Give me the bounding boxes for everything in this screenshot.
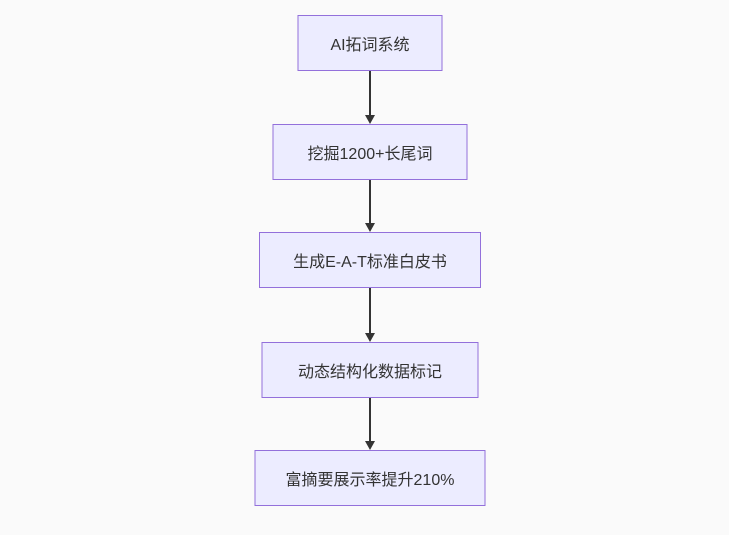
arrowhead-down-icon bbox=[365, 115, 375, 124]
flow-arrow-4 bbox=[364, 398, 376, 450]
arrowhead-down-icon bbox=[365, 223, 375, 232]
flow-arrow-1 bbox=[364, 71, 376, 124]
flow-node-ai-word-expansion-system: AI拓词系统 bbox=[297, 15, 443, 71]
flow-node-rich-snippet-rate-increase: 富摘要展示率提升210% bbox=[254, 450, 486, 506]
arrowhead-down-icon bbox=[365, 333, 375, 342]
arrow-shaft bbox=[369, 180, 371, 226]
arrow-shaft bbox=[369, 71, 371, 118]
flow-node-mine-longtail-keywords: 挖掘1200+长尾词 bbox=[272, 124, 468, 180]
flow-node-generate-eat-whitepaper: 生成E-A-T标准白皮书 bbox=[259, 232, 481, 288]
arrow-shaft bbox=[369, 398, 371, 444]
arrow-shaft bbox=[369, 288, 371, 336]
arrowhead-down-icon bbox=[365, 441, 375, 450]
flow-node-dynamic-structured-data-markup: 动态结构化数据标记 bbox=[261, 342, 479, 398]
flow-arrow-3 bbox=[364, 288, 376, 342]
flow-arrow-2 bbox=[364, 180, 376, 232]
